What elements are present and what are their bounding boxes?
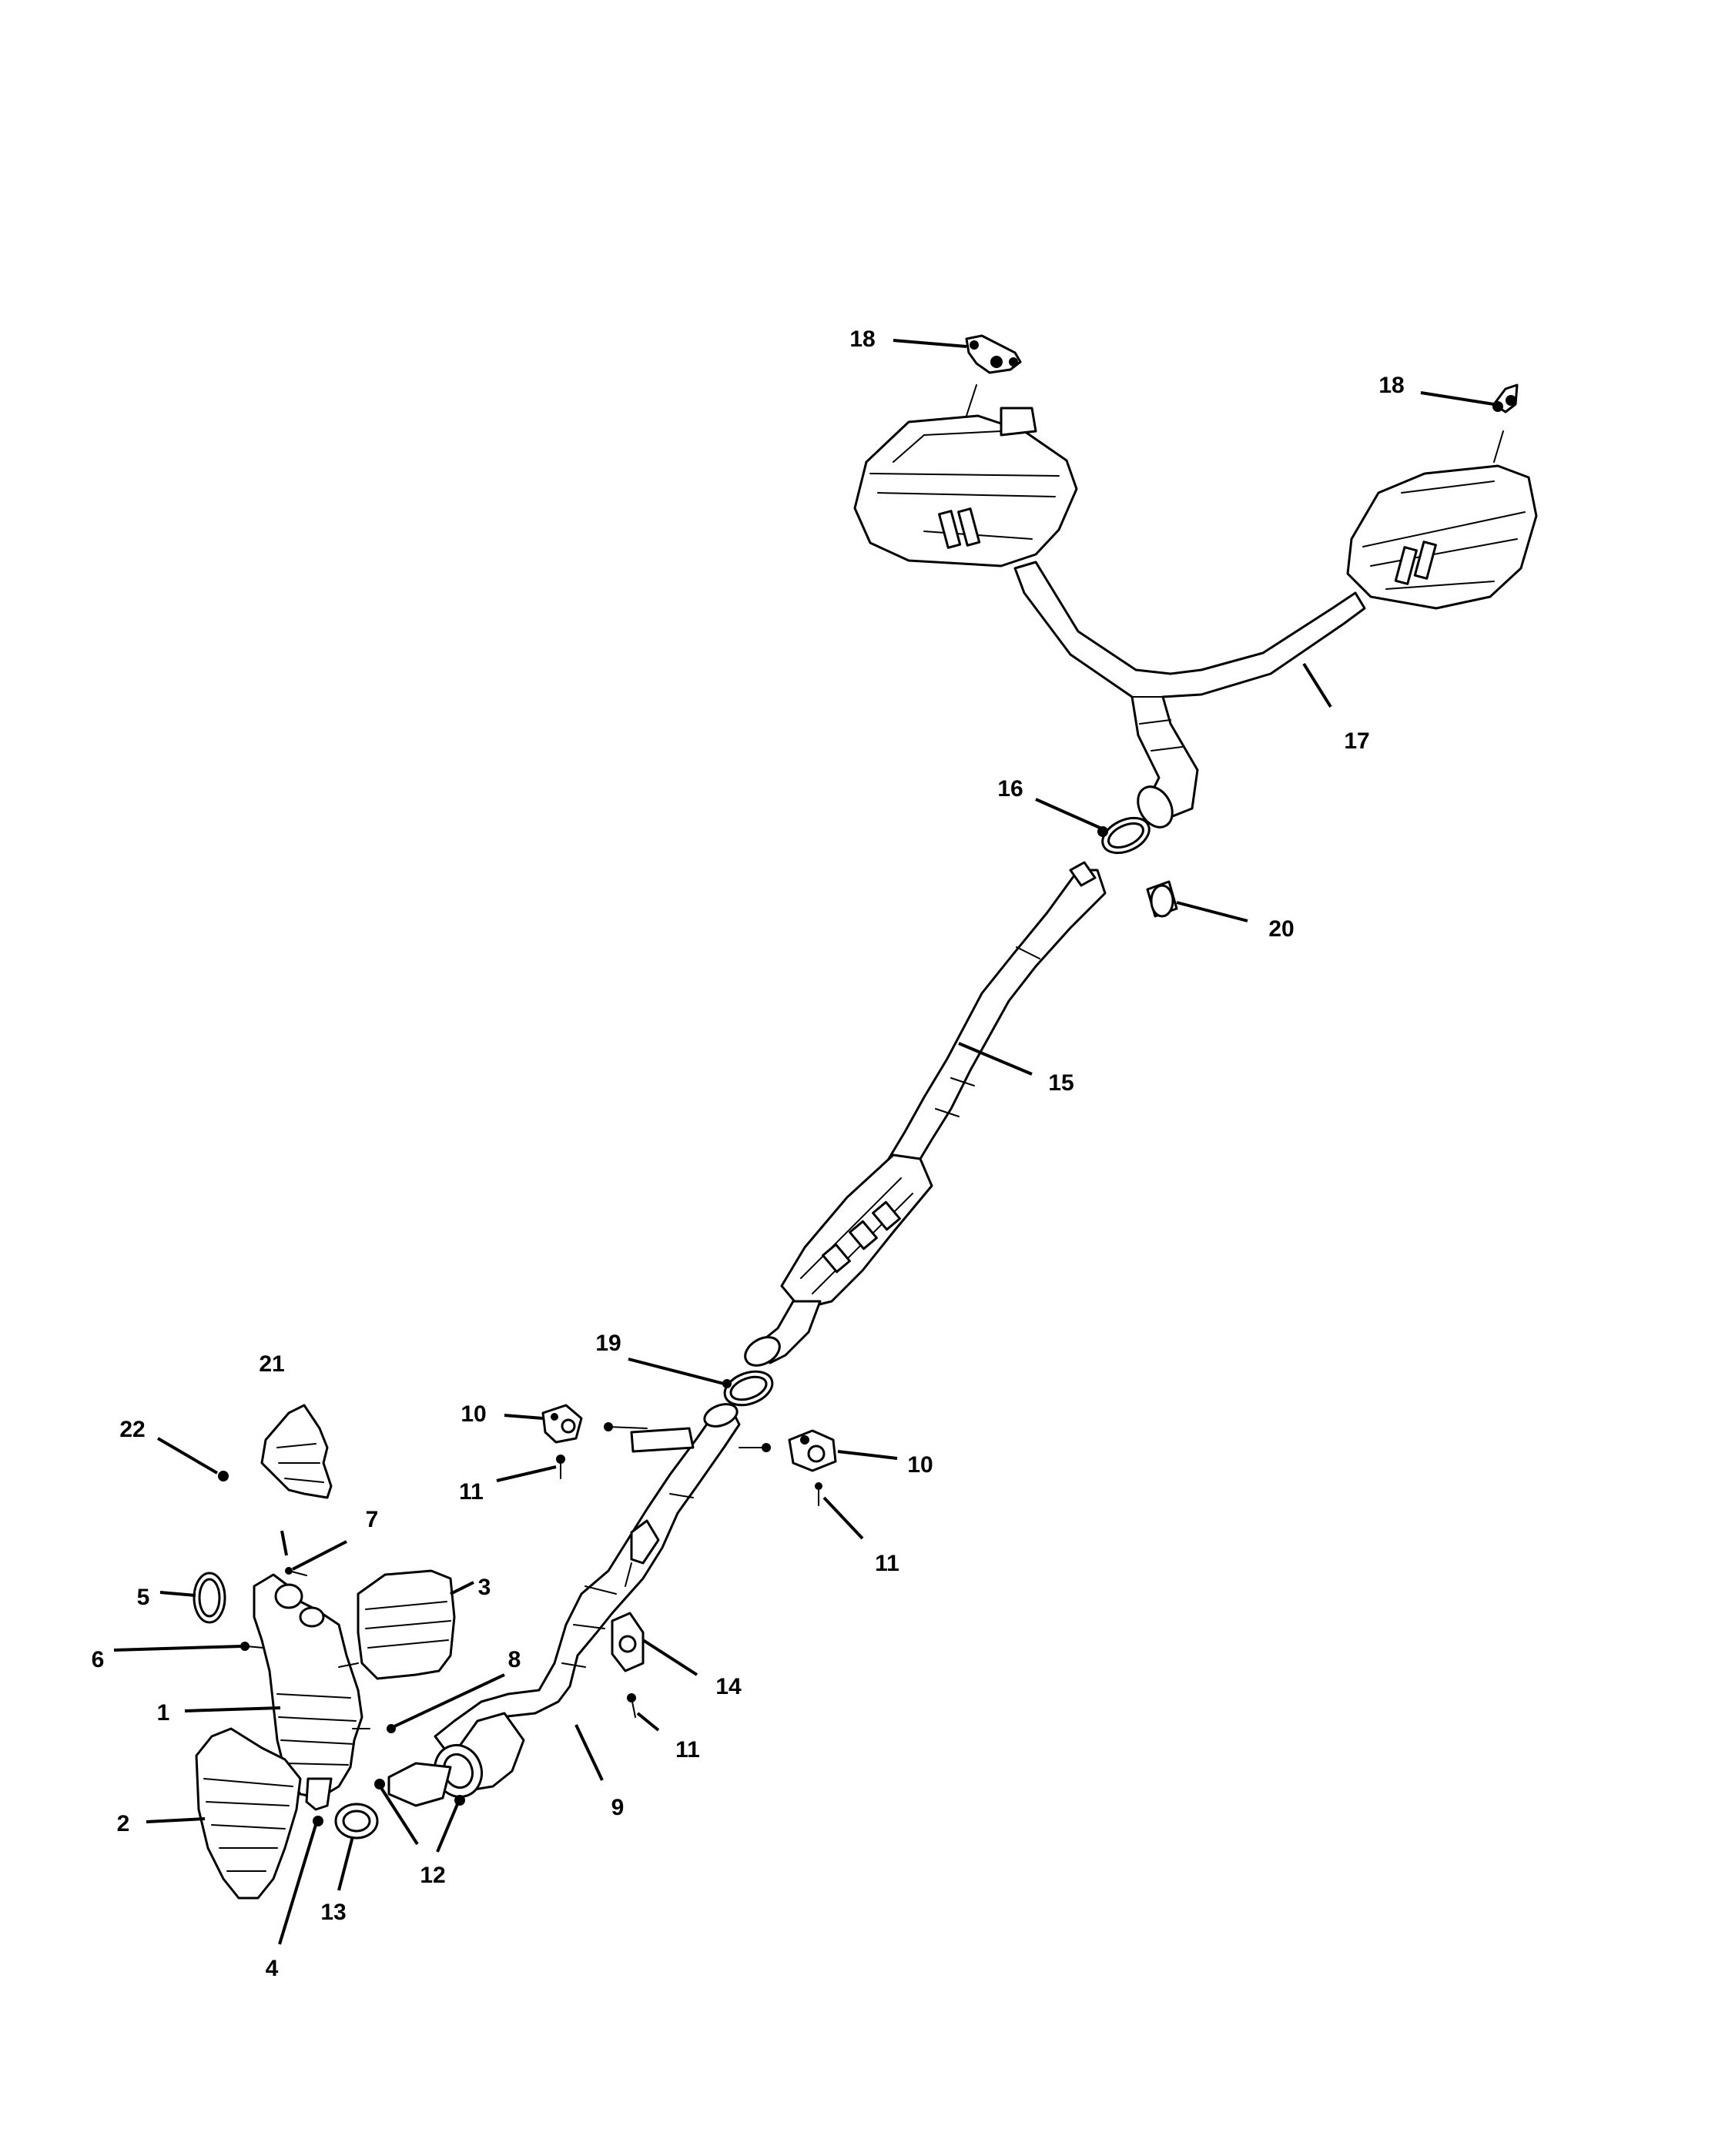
hanger-18-left bbox=[965, 334, 1022, 374]
callout-2: 2 bbox=[117, 1811, 130, 1836]
callout-1: 1 bbox=[157, 1700, 170, 1726]
callout-14: 14 bbox=[715, 1674, 742, 1699]
clamp-16 bbox=[1097, 816, 1151, 855]
callout-10-right: 10 bbox=[907, 1452, 933, 1478]
screw-22 bbox=[218, 1471, 229, 1481]
isolator-10-left bbox=[541, 1404, 583, 1444]
callout-19: 19 bbox=[595, 1331, 621, 1356]
stud-7 bbox=[285, 1567, 307, 1576]
callout-18-right: 18 bbox=[1378, 373, 1404, 398]
callout-3: 3 bbox=[478, 1575, 491, 1600]
callout-13: 13 bbox=[320, 1900, 346, 1925]
hanger-18-right bbox=[1492, 383, 1519, 413]
gasket-13 bbox=[334, 1803, 379, 1840]
nut-12-left bbox=[374, 1779, 385, 1789]
callout-4: 4 bbox=[266, 1956, 279, 1981]
callout-6: 6 bbox=[92, 1647, 105, 1672]
callout-5: 5 bbox=[137, 1585, 150, 1610]
callout-18-left: 18 bbox=[849, 326, 875, 352]
hanger-bracket-assembly bbox=[604, 1422, 771, 1453]
nut-12-right bbox=[454, 1795, 465, 1806]
callout-16: 16 bbox=[997, 776, 1023, 802]
callout-7: 7 bbox=[366, 1507, 379, 1532]
hanger-14 bbox=[611, 1612, 645, 1672]
gasket-19 bbox=[722, 1370, 774, 1407]
leader-lines bbox=[113, 339, 1495, 1945]
heat-shield-3 bbox=[357, 1569, 456, 1680]
nut-4 bbox=[313, 1816, 323, 1826]
bolt-11-lower bbox=[627, 1693, 636, 1718]
callout-21: 21 bbox=[259, 1351, 284, 1377]
callout-10-left: 10 bbox=[461, 1401, 486, 1427]
callout-15: 15 bbox=[1048, 1070, 1074, 1096]
heat-shield-2 bbox=[195, 1727, 302, 1900]
bolt-6 bbox=[240, 1642, 264, 1651]
heat-shield-21 bbox=[260, 1404, 333, 1499]
catalytic-converter-1 bbox=[253, 1573, 370, 1811]
callout-11-lower: 11 bbox=[675, 1737, 700, 1763]
callout-11-left: 11 bbox=[459, 1479, 484, 1505]
callout-20: 20 bbox=[1268, 916, 1294, 942]
callout-22: 22 bbox=[119, 1417, 145, 1442]
callout-8: 8 bbox=[508, 1647, 521, 1672]
gasket-5 bbox=[193, 1572, 226, 1624]
callout-9: 9 bbox=[611, 1795, 625, 1820]
isolator-20 bbox=[1146, 880, 1178, 918]
callout-12: 12 bbox=[420, 1863, 445, 1888]
bolt-11-left bbox=[556, 1455, 565, 1479]
rear-muffler-assembly bbox=[853, 384, 1538, 829]
front-pipe-9 bbox=[387, 1403, 741, 1807]
callout-17: 17 bbox=[1344, 728, 1369, 754]
isolator-10-right bbox=[788, 1429, 837, 1472]
bolt-11-right bbox=[815, 1482, 822, 1506]
intermediate-pipe-15 bbox=[744, 861, 1107, 1367]
callout-11-right: 11 bbox=[875, 1551, 899, 1576]
